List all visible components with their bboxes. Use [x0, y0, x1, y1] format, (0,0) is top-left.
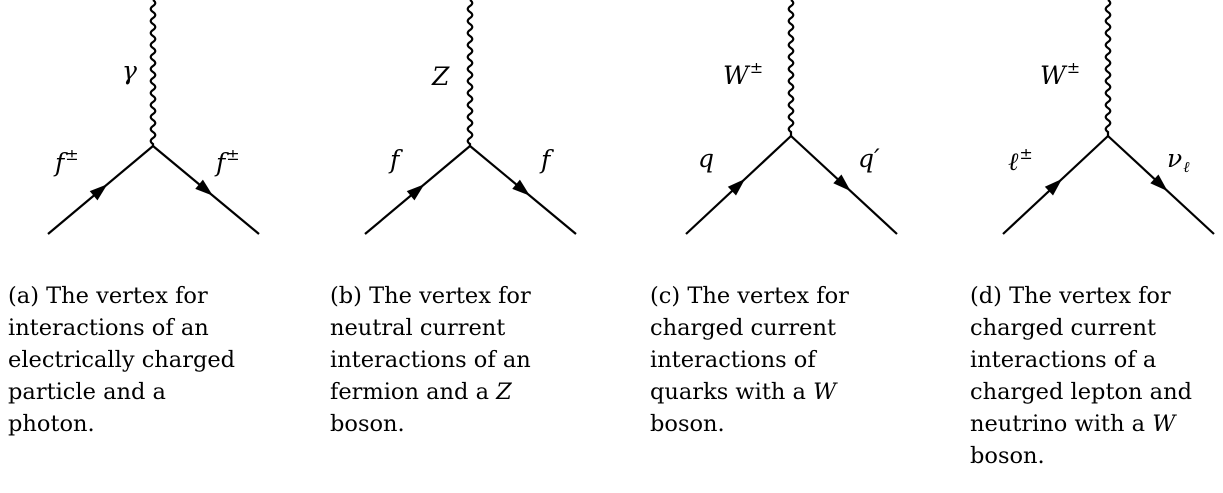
caption-boson-d: W [1152, 411, 1176, 437]
outgoing-arrow-d [1150, 174, 1168, 192]
caption-boson-b: Z [496, 379, 512, 405]
boson-line-d [1104, 0, 1112, 136]
incoming-arrow-d [1044, 178, 1063, 196]
incoming-label-a: f± [55, 145, 79, 178]
outgoing-label-a: f± [216, 145, 240, 178]
outgoing-arrow-b [512, 179, 530, 196]
outgoing-label-b: f [541, 145, 551, 174]
outgoing-arrow-a [195, 179, 213, 196]
caption-text-c: The vertex for charged current interacti… [650, 283, 849, 405]
caption-boson-c: W [813, 379, 837, 405]
incoming-label-c: q [698, 144, 715, 173]
caption-tag-b: (b) [330, 283, 362, 309]
caption-a: (a) The vertex for interactions of an el… [8, 280, 243, 440]
incoming-label-d: ℓ± [1008, 144, 1033, 177]
caption-tail-c: boson. [650, 411, 725, 437]
boson-label-a: γ [122, 56, 137, 85]
incoming-arrow-c [727, 178, 746, 196]
caption-text-a: The vertex for interactions of an electr… [8, 283, 236, 437]
boson-line-a [149, 0, 157, 146]
incoming-arrow-a [89, 184, 108, 201]
caption-b: (b) The vertex for neutral current inter… [330, 280, 570, 440]
outgoing-label-d: νℓ [1167, 144, 1190, 177]
caption-c: (c) The vertex for charged current inter… [650, 280, 900, 440]
feynman-diagram-b [364, 0, 577, 235]
caption-tail-b: boson. [330, 411, 405, 437]
caption-text-b: The vertex for neutral current interacti… [330, 283, 531, 405]
caption-tail-d: boson. [970, 443, 1045, 469]
caption-tag-a: (a) [8, 283, 39, 309]
boson-label-d: W± [1040, 58, 1081, 91]
boson-line-b [466, 0, 474, 146]
outgoing-arrow-c [833, 174, 851, 192]
vertex-panel-c: W± q q′ [685, 0, 986, 493]
vertex-panel-b: Z f f [364, 0, 665, 493]
feynman-diagram-a [47, 0, 260, 235]
boson-line-c [787, 0, 795, 136]
vertex-panel-d: W± ℓ± νℓ [1002, 0, 1223, 493]
outgoing-label-c: q′ [858, 144, 880, 173]
boson-label-b: Z [432, 62, 450, 91]
feynman-diagram-c [685, 0, 898, 235]
caption-text-d: The vertex for charged current interacti… [970, 283, 1192, 437]
caption-tag-c: (c) [650, 283, 681, 309]
vertex-panel-a: γ f± f± [47, 0, 348, 493]
caption-tag-d: (d) [970, 283, 1002, 309]
incoming-label-b: f [390, 145, 400, 174]
feynman-diagram-d [1002, 0, 1215, 235]
caption-d: (d) The vertex for charged current inter… [970, 280, 1220, 472]
boson-label-c: W± [723, 58, 764, 91]
incoming-arrow-b [406, 184, 425, 201]
